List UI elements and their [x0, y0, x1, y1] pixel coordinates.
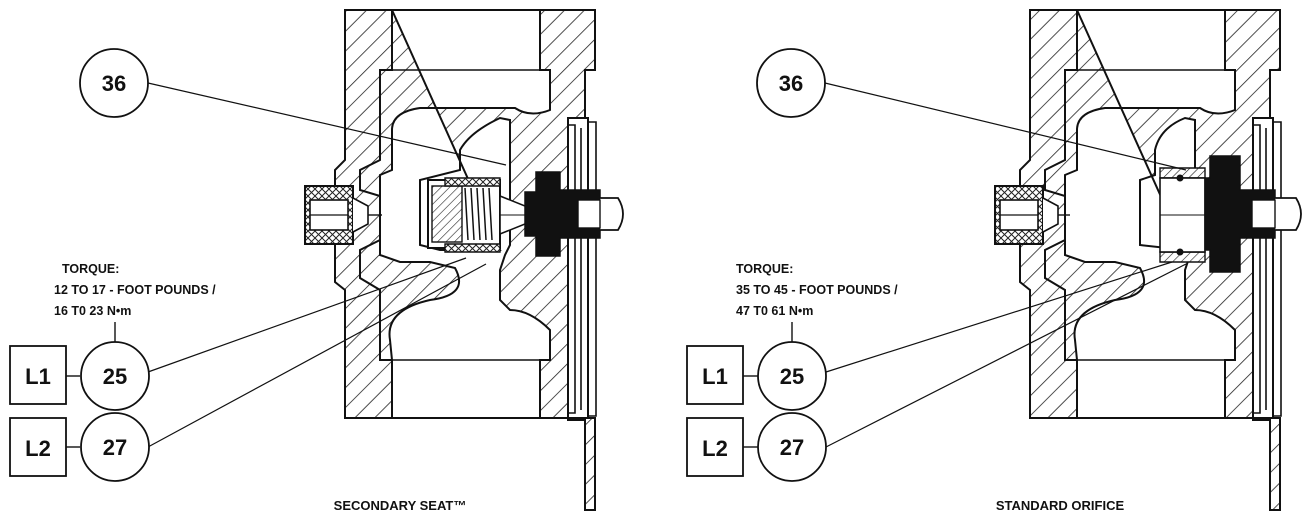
leader-27: [825, 263, 1187, 448]
svg-text:TORQUE:: TORQUE:: [736, 262, 793, 276]
svg-text:L1: L1: [702, 364, 728, 389]
view-caption: SECONDARY SEAT™: [334, 498, 467, 513]
leader-36: [147, 82, 507, 166]
torque-note: TORQUE: 12 TO 17 - FOOT POUNDS / 16 T0 2…: [54, 262, 216, 318]
cover-plate: [1252, 117, 1274, 419]
stem-black: [524, 171, 601, 257]
cover-ribs: [1253, 121, 1282, 417]
callout-25: 25: [80, 341, 150, 411]
level-box-l1: L1: [686, 345, 744, 405]
stem-black: [1204, 155, 1276, 273]
cover-plate: [567, 117, 589, 419]
svg-text:36: 36: [779, 71, 803, 96]
stem-shaft: [600, 197, 624, 231]
stem-slot: [1251, 199, 1276, 229]
level-box-l2: L2: [9, 417, 67, 477]
svg-text:35 TO 45 - FOOT POUNDS /: 35 TO 45 - FOOT POUNDS /: [736, 283, 898, 297]
torque-note: TORQUE: 35 TO 45 - FOOT POUNDS / 47 T0 6…: [736, 262, 898, 318]
level-box-l1: L1: [9, 345, 67, 405]
leader-27: [147, 263, 487, 448]
side-plug: [994, 185, 1070, 245]
leader-36: [824, 82, 1187, 171]
svg-text:16 T0 23 N•m: 16 T0 23 N•m: [54, 304, 131, 318]
cover-ribs: [568, 121, 597, 417]
svg-text:L1: L1: [25, 364, 51, 389]
callout-36: 36: [756, 48, 826, 118]
callout-27: 27: [757, 412, 827, 482]
valve-body-cavity: [1064, 9, 1236, 419]
svg-text:L2: L2: [702, 436, 728, 461]
side-plug: [304, 185, 382, 245]
stem-slot: [577, 199, 601, 229]
level-box-l2: L2: [686, 417, 744, 477]
svg-text:27: 27: [780, 435, 804, 460]
callout-36: 36: [79, 48, 149, 118]
callout-25: 25: [757, 341, 827, 411]
stem-shaft: [1275, 197, 1302, 231]
leader-25: [147, 257, 467, 373]
svg-text:27: 27: [103, 435, 127, 460]
svg-text:L2: L2: [25, 436, 51, 461]
view-standard-orifice: 36 25 27 L1 L2 TORQUE: 35 TO 45 - FOOT P…: [686, 9, 1302, 513]
secondary-seat-assembly: [427, 177, 531, 253]
view-secondary-seat: 36 25 27 L1 L2 TORQUE: 12 TO 17 - FOOT P…: [9, 9, 624, 513]
callout-27: 27: [80, 412, 150, 482]
svg-text:36: 36: [102, 71, 126, 96]
standard-orifice-assembly: [1159, 167, 1206, 263]
svg-text:TORQUE:: TORQUE:: [62, 262, 119, 276]
leader-25: [825, 261, 1173, 373]
svg-text:12 TO 17 - FOOT POUNDS /: 12 TO 17 - FOOT POUNDS /: [54, 283, 216, 297]
view-caption: STANDARD ORIFICE: [996, 498, 1125, 513]
svg-text:47 T0 61 N•m: 47 T0 61 N•m: [736, 304, 813, 318]
svg-text:25: 25: [103, 364, 127, 389]
svg-text:25: 25: [780, 364, 804, 389]
